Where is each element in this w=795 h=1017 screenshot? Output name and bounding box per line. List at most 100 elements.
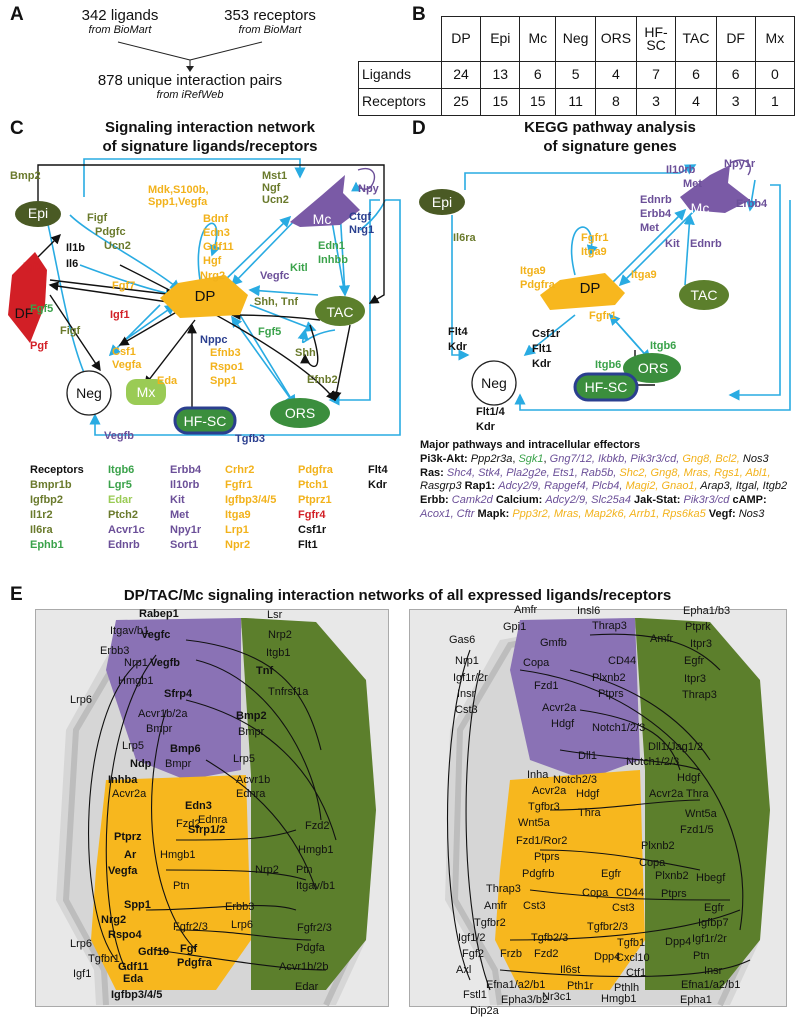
gene-label: Lsr (267, 609, 283, 621)
gene-label: Ednra (236, 788, 266, 800)
node-tac: TAC (326, 304, 354, 320)
gene-label: Igfbp3/4/5 (111, 989, 163, 1001)
d-node-hfsc: HF-SC (584, 379, 628, 395)
effector-text: Nos3 (742, 452, 769, 465)
d-ors-shape (623, 353, 681, 383)
receptor-label: Pdgfra (520, 279, 555, 291)
gene-label: Efna1/a2/b1 (681, 979, 741, 991)
receptor-item: Acvr1c (108, 524, 145, 536)
receptor-item: Flt1 (298, 539, 318, 551)
ligand-label: Efnb2 (307, 374, 338, 386)
col-header: Mc (519, 16, 557, 62)
ligand-label: Shh (295, 347, 316, 359)
effector-text: Shc2, Gng8, Mras, Rgs1, Abl1, (619, 466, 771, 479)
gene-label: Edar (295, 981, 319, 993)
ligand-label: Hgf (203, 255, 222, 267)
receptor-column: Pdgfra Ptch1 Ptprz1 Fgfr4 Csf1r Flt1 (298, 463, 333, 553)
ligand-label: Figf (60, 325, 81, 337)
gene-label: Acvr2a (649, 788, 684, 800)
gene-label: Cst3 (612, 902, 635, 914)
gene-label: Nrp1 (455, 655, 479, 667)
gene-label: Cst3 (523, 900, 546, 912)
table-cell: 15 (480, 87, 521, 116)
ligand-label: Mst1 (262, 170, 288, 182)
receptor-item: Erbb4 (170, 464, 202, 476)
panel-label-b: B (412, 4, 426, 25)
panel-d-title-line1: KEGG pathway analysis (524, 119, 696, 136)
gene-label: Erbb3 (225, 901, 255, 913)
pairs-count: 878 unique interaction pairs from iRefWe… (55, 72, 325, 101)
gene-label: Ptprs (598, 688, 624, 700)
gene-label: Lrp6 (231, 919, 254, 931)
ligand-label: Il6 (66, 258, 79, 270)
ligand-label: Bmp2 (10, 170, 41, 182)
receptor-item: Kdr (368, 479, 387, 491)
hfsc-shape (173, 406, 237, 435)
panel-label-a: A (10, 4, 24, 25)
d-hfsc-shape (573, 372, 639, 402)
gene-label: Lrp5 (233, 753, 256, 765)
gene-label: Rabep1 (139, 608, 179, 620)
gene-label: Nr3c1 (542, 991, 572, 1003)
effector-text: Ppp2r3a (470, 452, 513, 465)
receptor-item: Igfbp2 (30, 494, 63, 506)
gene-label: Bmp2 (236, 710, 267, 722)
gene-label: Wnt5a (685, 808, 717, 820)
gene-label: Tgfbr2 (474, 917, 506, 929)
receptor-item: Pdgfra (298, 464, 333, 476)
ligand-label: Fgf7 (112, 280, 136, 292)
ligand-label: Vegfa (112, 359, 142, 371)
epi-shape (15, 201, 61, 227)
gene-label: Bmpr (238, 726, 265, 738)
effector-text: Jak-Stat: (634, 494, 684, 507)
table-cell: 15 (519, 87, 557, 116)
gene-label: Plxnb2 (655, 870, 689, 882)
table-cell: 6 (715, 60, 756, 89)
gene-label: Spp1 (124, 899, 151, 911)
gene-label: Rspo4 (108, 929, 142, 941)
gene-label: Vegfa (108, 865, 138, 877)
gene-label: Frzb (500, 948, 522, 960)
col-header: DF (715, 16, 756, 62)
effector-text: Vegf: (708, 507, 739, 520)
effector-text: Gng7/12, Ikbkb, Pik3r3/cd, (549, 452, 683, 465)
receptor-item: Npr2 (225, 539, 251, 551)
row-header: Ligands (358, 60, 442, 89)
gene-label: Notch1/2/3 (626, 756, 680, 768)
gene-label: Egfr (704, 902, 725, 914)
receptor-item: Ephb1 (30, 539, 64, 551)
d-node-epi: Epi (431, 194, 453, 210)
gene-label: Pth1r (567, 980, 594, 992)
effector-text: Ras: (420, 466, 447, 479)
receptor-label: Kdr (532, 358, 551, 370)
panel-e-right (409, 609, 787, 1007)
ligand-label: Shh, Tnf (254, 296, 298, 308)
col-header: HF-SC (635, 16, 677, 62)
gene-label: Vegfc (141, 629, 171, 641)
gene-label: Tgfbr1 (88, 953, 120, 965)
gene-label: Sfrp1/2 (188, 824, 226, 836)
receptor-label: Flt1/4 (476, 406, 505, 418)
d-node-mc: Mc (690, 200, 710, 216)
node-df: DF (14, 305, 34, 321)
effector-text: Shc4, Stk4, Pla2g2e, Ets1, Rab5b, (446, 466, 620, 479)
ligand-label: Nrg1 (349, 224, 375, 236)
effector-text: , (512, 452, 519, 465)
gene-label: Lrp6 (70, 694, 93, 706)
d-dp-shape (540, 273, 625, 310)
panel-e-left-graphic (56, 618, 376, 1007)
gene-label: Igf1/2 (458, 932, 486, 944)
receptor-label: Itga9 (520, 265, 546, 277)
ligand-label: Nppc (200, 334, 228, 346)
receptor-item: Ptch2 (108, 509, 138, 521)
effectors-title: Major pathways and intracellular effecto… (420, 439, 641, 451)
ligand-label: Ngf (262, 182, 281, 194)
gene-label: Insl6 (577, 605, 601, 617)
effector-text: Pik3r3/cd (683, 494, 733, 507)
receptor-item: Ednrb (108, 539, 140, 551)
gene-label: Inhba (108, 774, 138, 786)
gene-label: CD44 (616, 887, 645, 899)
table-corner (359, 17, 442, 62)
gene-label: Dip2a (470, 1005, 499, 1017)
col-header: ORS (595, 16, 637, 62)
